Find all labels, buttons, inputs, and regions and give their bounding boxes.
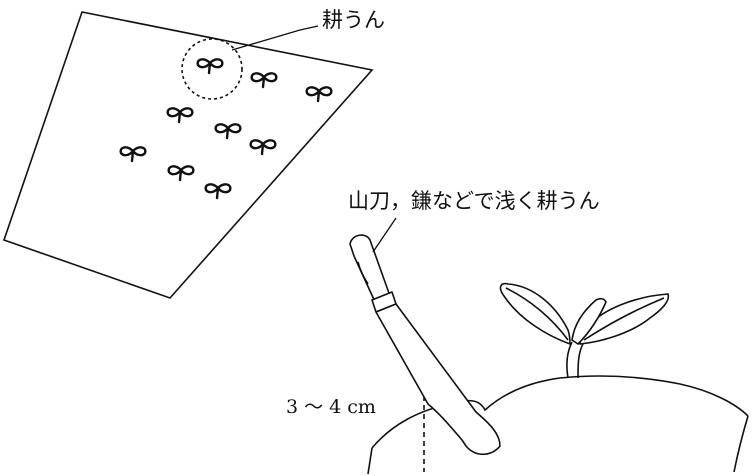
seedling-icon <box>249 139 277 156</box>
seedling-icon <box>167 165 195 182</box>
seedling-icon <box>214 123 242 140</box>
tillage-leader-line <box>231 25 319 51</box>
highlight-circle <box>181 38 243 100</box>
tool-caption: 山刀，鎌などで浅く耕うん <box>348 189 600 213</box>
seedling-icon <box>250 72 278 89</box>
blade-tool-icon <box>349 234 501 456</box>
field-plot <box>2 11 374 299</box>
seedling-icon <box>119 146 147 163</box>
seedling-icon <box>166 107 194 124</box>
plant <box>499 282 670 379</box>
depth-label: 3 ～ 4 cm <box>286 396 376 418</box>
seedling-group <box>119 58 333 200</box>
seedling-icon <box>204 183 232 200</box>
seedling-icon <box>305 86 333 103</box>
tillage-label: 耕うん <box>322 8 385 32</box>
tool-leader-line <box>372 217 397 253</box>
seedling-icon <box>196 58 224 75</box>
